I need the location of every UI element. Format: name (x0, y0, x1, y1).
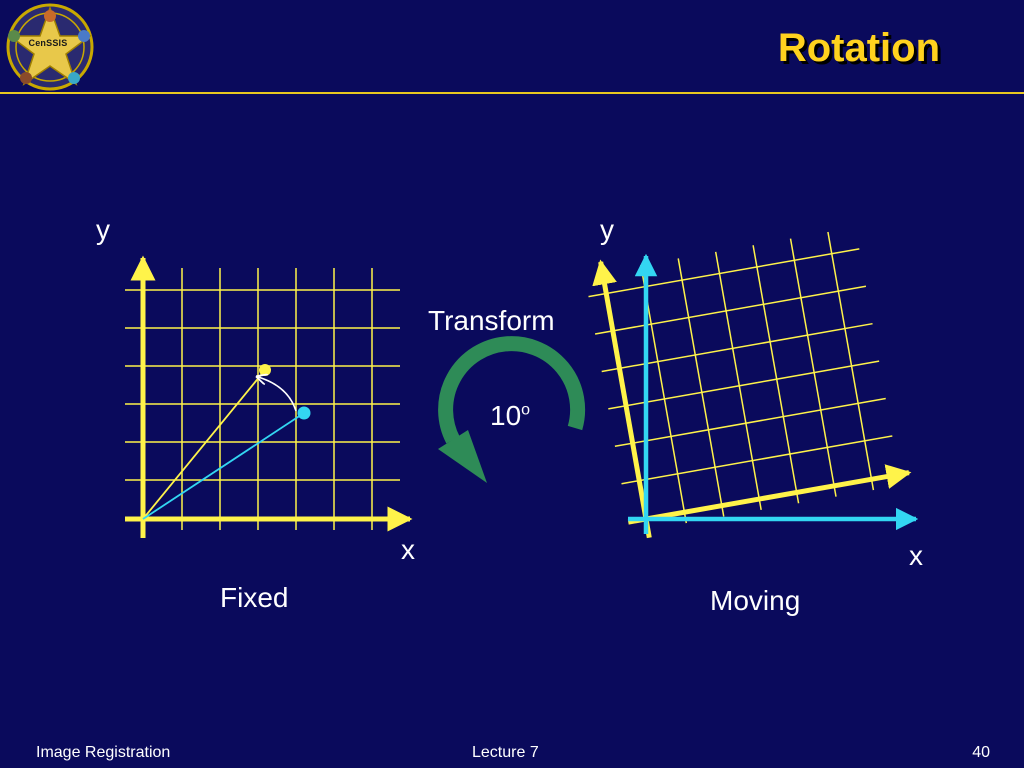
moving-grid-line (594, 285, 867, 335)
fixed-y-label: y (96, 214, 110, 245)
footer-left: Image Registration (36, 744, 171, 761)
slide-title: Rotation (777, 26, 940, 70)
moving-grid (588, 231, 912, 539)
title-divider (0, 92, 1024, 94)
transform-label: Transform (428, 305, 555, 336)
rotated-vector (142, 369, 266, 520)
moving-grid-line (827, 231, 875, 491)
transform-arrow-head (438, 430, 487, 483)
footer-center: Lecture 7 (472, 744, 539, 761)
angle-value: 10 (490, 400, 522, 431)
angle-unit: o (521, 401, 531, 419)
moving-grid-line (640, 264, 688, 524)
moving-rotated-y-axis (592, 259, 652, 539)
moving-caption: Moving (710, 585, 801, 616)
moving-rotated-x-axis (627, 464, 912, 525)
fixed-caption: Fixed (220, 582, 289, 613)
angle-label: 10o (490, 400, 530, 432)
moving-grid-line (588, 248, 860, 298)
fixed-x-label: x (401, 534, 415, 565)
original-point (297, 406, 311, 420)
moving-grid-line (621, 435, 893, 485)
moving-grid-line (614, 397, 886, 448)
rotated-point (259, 364, 271, 376)
moving-y-label: y (600, 214, 614, 245)
moving-grid-line (714, 251, 762, 510)
moving-grid-line (601, 322, 873, 373)
moving-grid-line (608, 360, 880, 410)
rotation-arc-arrow (258, 377, 297, 412)
moving-grid-line (677, 258, 725, 517)
logo-text: CenSSIS (28, 38, 68, 48)
moving-grid-line (789, 238, 837, 497)
censsis-logo (6, 3, 94, 91)
transform-arrow-arc (438, 336, 586, 444)
moving-grid-line (752, 245, 800, 504)
page-number: 40 (972, 744, 990, 761)
moving-x-label: x (909, 540, 923, 571)
original-vector (142, 412, 305, 520)
